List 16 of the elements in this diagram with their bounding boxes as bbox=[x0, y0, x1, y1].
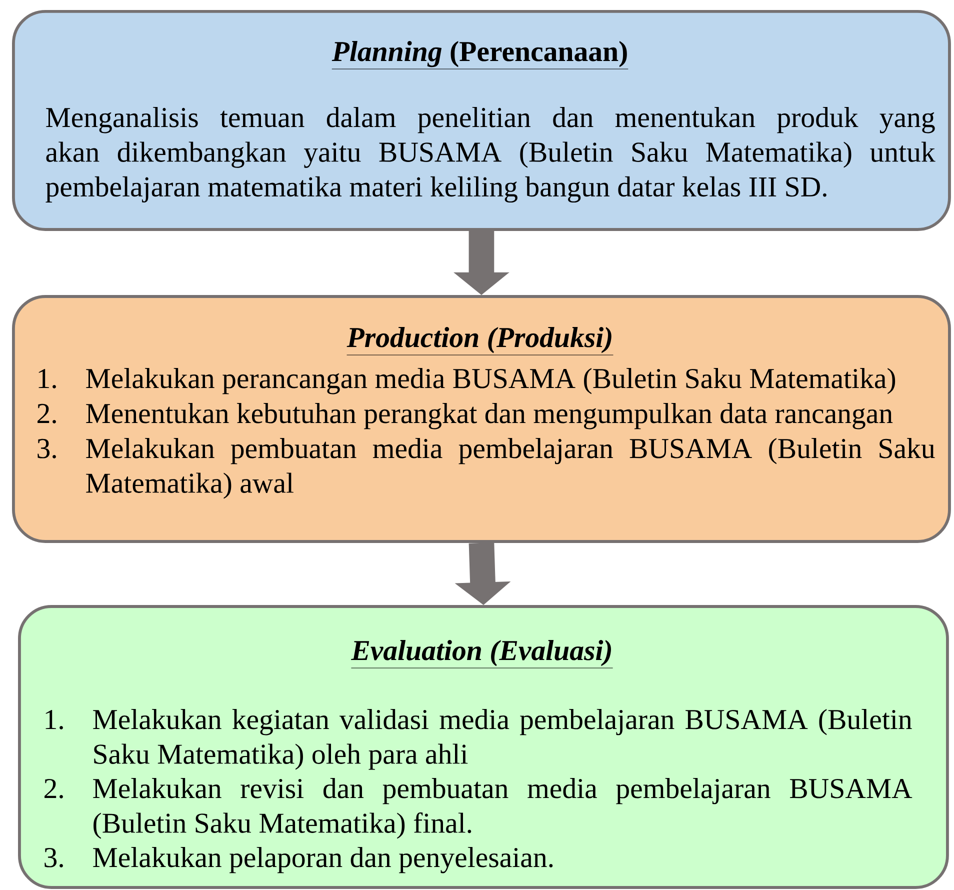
list-item: Melakukan pelaporan dan penyelesaian. bbox=[93, 847, 553, 874]
body-text: Menganalisis temuan dalam penelitian dan menentukan produk yang akan dikembangkan yaitu BUSAMA (Buletin Saku Matematika) untuk pembelajaran matematika materi keliling bangun datar kelas III SD. bbox=[46, 107, 936, 203]
list-item: Menentukan kebutuhan perangkat dan mengumpulkan data rancangan bbox=[86, 403, 893, 430]
box-heading: Planning (Perencanaan) bbox=[332, 41, 628, 70]
list-number: 3. bbox=[38, 438, 56, 458]
list-item: Melakukan kegiatan validasi media pembelajaran BUSAMA (Buletin Saku Matematika) oleh para ahli bbox=[93, 709, 912, 770]
box-heading: Production (Produksi) bbox=[346, 327, 614, 356]
list-item: Melakukan perancangan media BUSAMA (Buletin Saku Matematika) bbox=[86, 368, 896, 394]
list-number: 2. bbox=[44, 778, 63, 798]
list-item: Melakukan pembuatan media pembelajaran BUSAMA (Buletin Saku Matematika) awal bbox=[86, 438, 935, 499]
list-number: 3. bbox=[44, 848, 63, 868]
list-item: Melakukan revisi dan pembuatan media pembelajaran BUSAMA (Buletin Saku Matematika) final. bbox=[93, 778, 912, 839]
list-number: 1. bbox=[38, 369, 56, 388]
list-number: 2. bbox=[38, 404, 56, 424]
list-number: 1. bbox=[46, 710, 63, 730]
box-heading: Evaluation (Evaluasi) bbox=[350, 640, 614, 668]
